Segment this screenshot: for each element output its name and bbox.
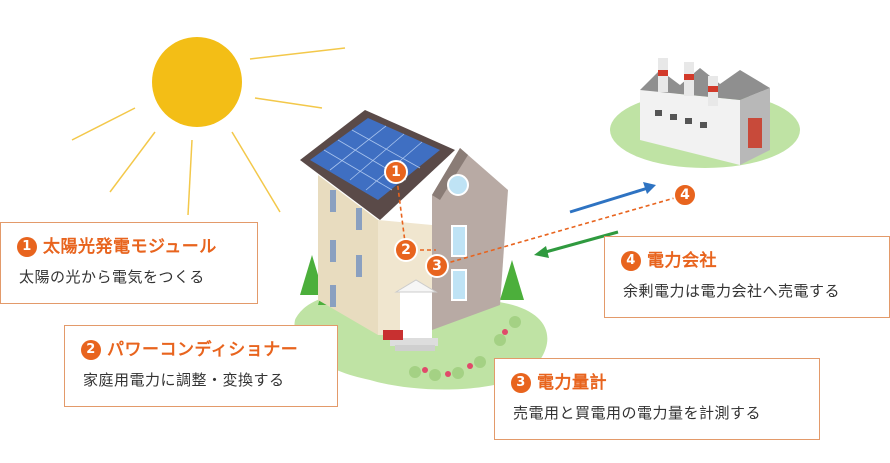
marker-2: 2 xyxy=(394,238,418,262)
arrow-left-icon xyxy=(534,230,619,258)
number-badge: 1 xyxy=(17,237,37,257)
label-description: 余剰電力は電力会社へ売電する xyxy=(623,282,841,300)
label-solar-module: 1 太陽光発電モジュール 太陽の光から電気をつくる xyxy=(0,222,258,304)
title-text: 太陽光発電モジュール xyxy=(43,237,217,257)
marker-3: 3 xyxy=(425,254,449,278)
title-text: パワーコンディショナー xyxy=(107,340,299,360)
label-power-conditioner: 2 パワーコンディショナー 家庭用電力に調整・変換する xyxy=(64,325,338,407)
sun-icon xyxy=(71,37,346,216)
label-description: 売電用と買電用の電力量を計測する xyxy=(513,404,762,422)
label-description: 家庭用電力に調整・変換する xyxy=(83,371,285,389)
label-title: 4 電力会社 xyxy=(621,251,873,271)
arrow-right-icon xyxy=(569,182,656,214)
label-title: 3 電力量計 xyxy=(511,373,803,393)
power-plant-icon xyxy=(610,58,800,168)
house-icon xyxy=(300,110,508,351)
label-title: 1 太陽光発電モジュール xyxy=(17,237,241,257)
title-text: 電力量計 xyxy=(537,373,607,393)
label-power-meter: 3 電力量計 売電用と買電用の電力量を計測する xyxy=(494,358,820,440)
connection-lines xyxy=(395,171,686,267)
title-text: 電力会社 xyxy=(647,251,717,271)
label-power-company: 4 電力会社 余剰電力は電力会社へ売電する xyxy=(604,236,890,318)
label-description: 太陽の光から電気をつくる xyxy=(19,268,205,286)
number-badge: 4 xyxy=(621,251,641,271)
marker-4: 4 xyxy=(673,183,697,207)
number-badge: 2 xyxy=(81,340,101,360)
number-badge: 3 xyxy=(511,373,531,393)
label-title: 2 パワーコンディショナー xyxy=(81,340,321,360)
marker-1: 1 xyxy=(384,160,408,184)
